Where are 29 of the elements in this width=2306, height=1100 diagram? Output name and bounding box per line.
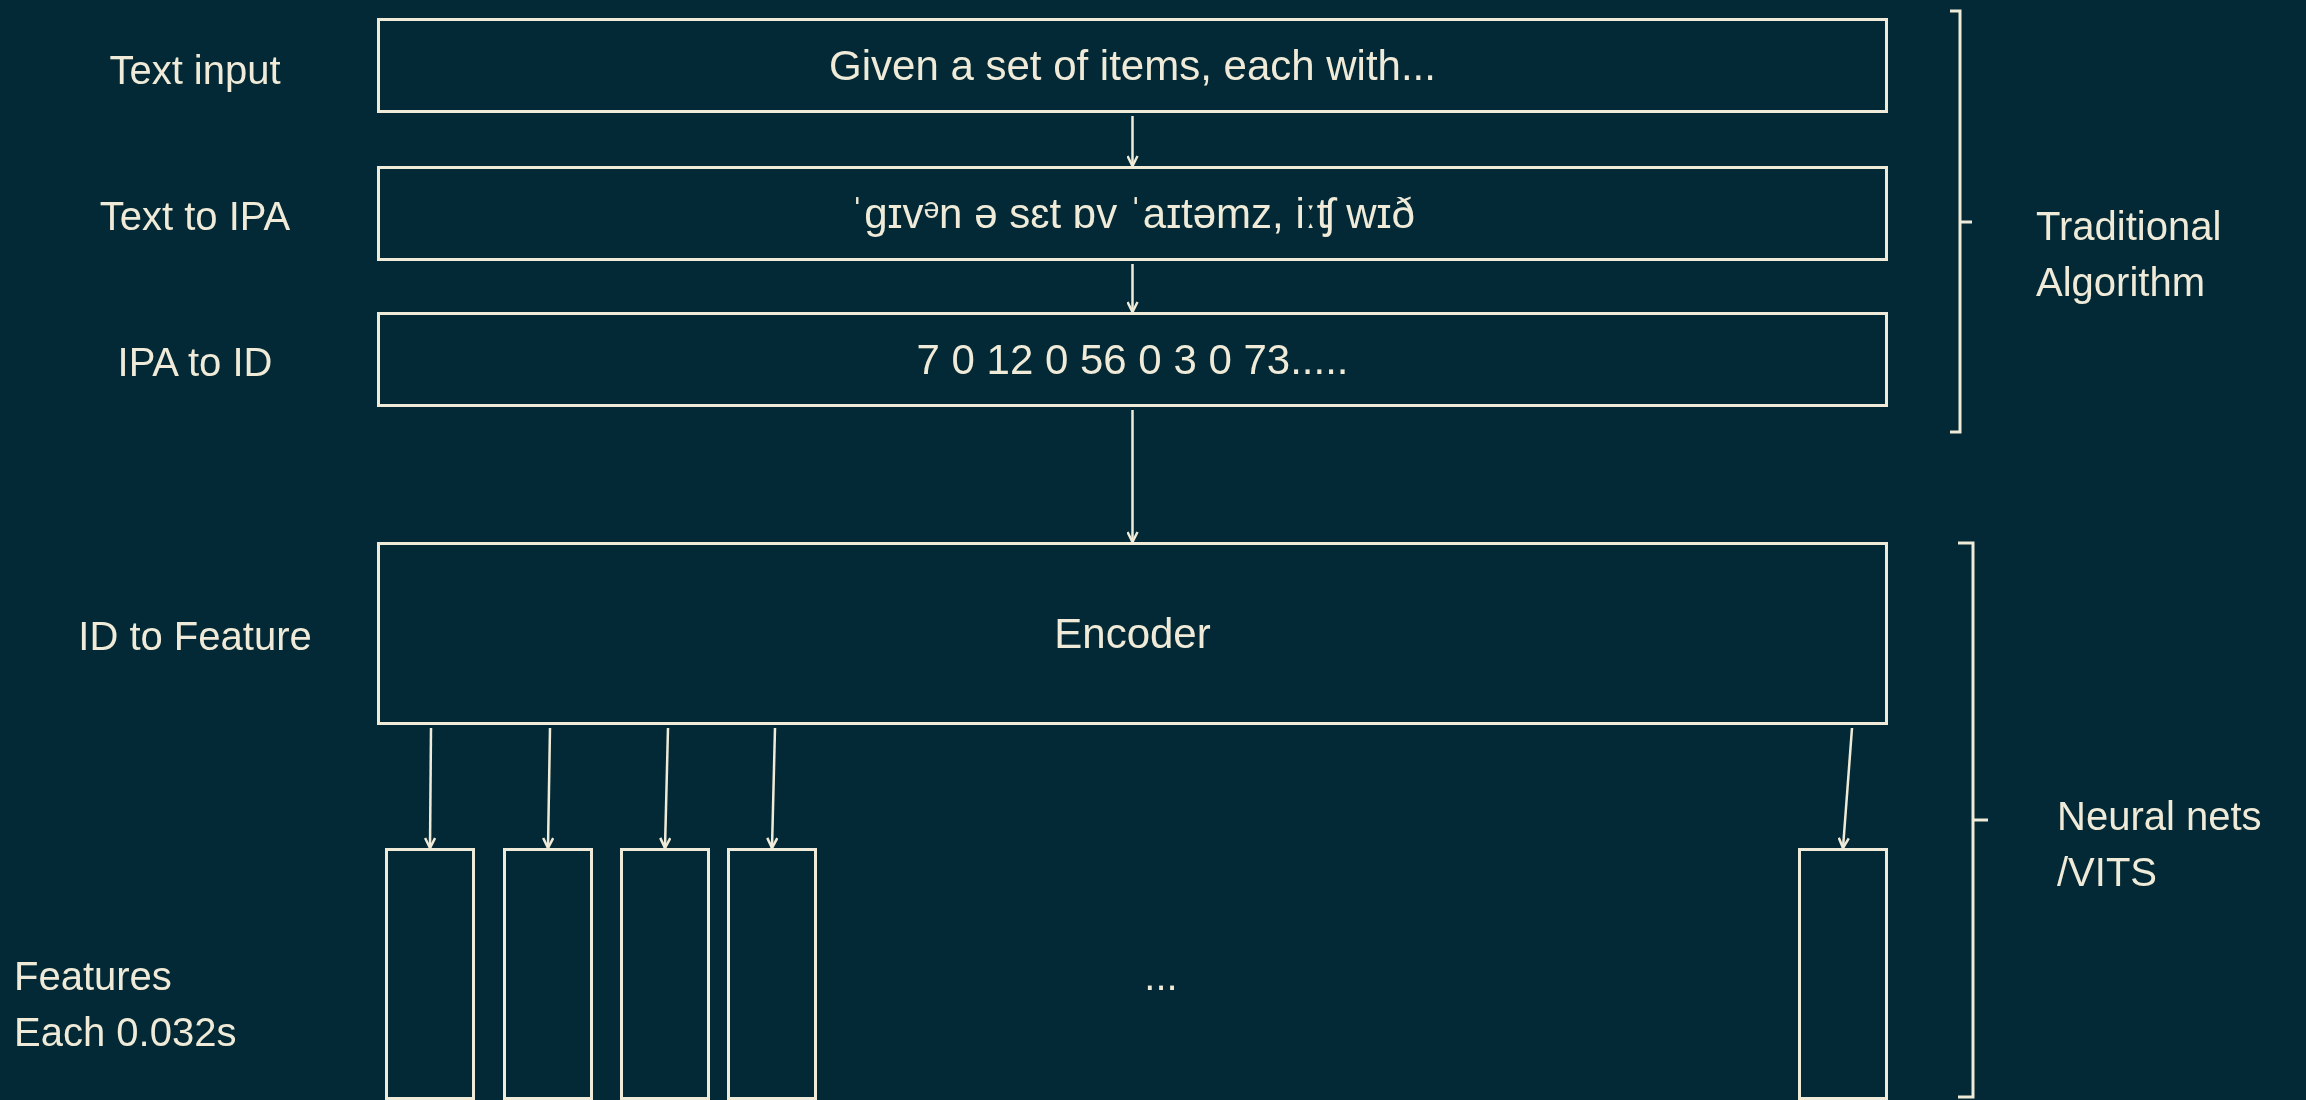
step-label: IPA to ID [116, 339, 274, 386]
arrow [659, 727, 672, 850]
arrow [1126, 116, 1139, 168]
group-label: Traditional Algorithm [2036, 203, 2223, 306]
process-box [377, 312, 1888, 407]
arrow [423, 728, 437, 850]
feature-box [503, 848, 593, 1100]
box-text: 7 0 12 0 56 0 3 0 73..... [916, 335, 1349, 384]
feature-box [620, 848, 710, 1100]
arrow [1126, 410, 1139, 544]
arrow [766, 727, 779, 850]
step-label: Text to IPA [98, 193, 292, 240]
box-text: ˈɡɪvᵊn ə sɛt ɒv ˈaɪtəmz, iːʧ wɪð [850, 189, 1415, 238]
arrow [541, 727, 555, 850]
feature-box [1798, 848, 1888, 1100]
arrow [1837, 727, 1854, 850]
box-text: Encoder [1054, 609, 1211, 658]
process-box [377, 542, 1888, 725]
ellipsis: ... [1143, 953, 1179, 1000]
process-box [377, 18, 1888, 113]
box-text: Given a set of items, each with... [829, 41, 1436, 90]
group-label: Features Each 0.032s [14, 953, 238, 1056]
step-label: Text input [108, 47, 282, 94]
feature-box [385, 848, 475, 1100]
group-label: Neural nets /VITS [2057, 793, 2263, 896]
feature-box [727, 848, 817, 1100]
process-box [377, 166, 1888, 261]
arrow [1126, 264, 1139, 314]
step-label: ID to Feature [77, 613, 313, 660]
